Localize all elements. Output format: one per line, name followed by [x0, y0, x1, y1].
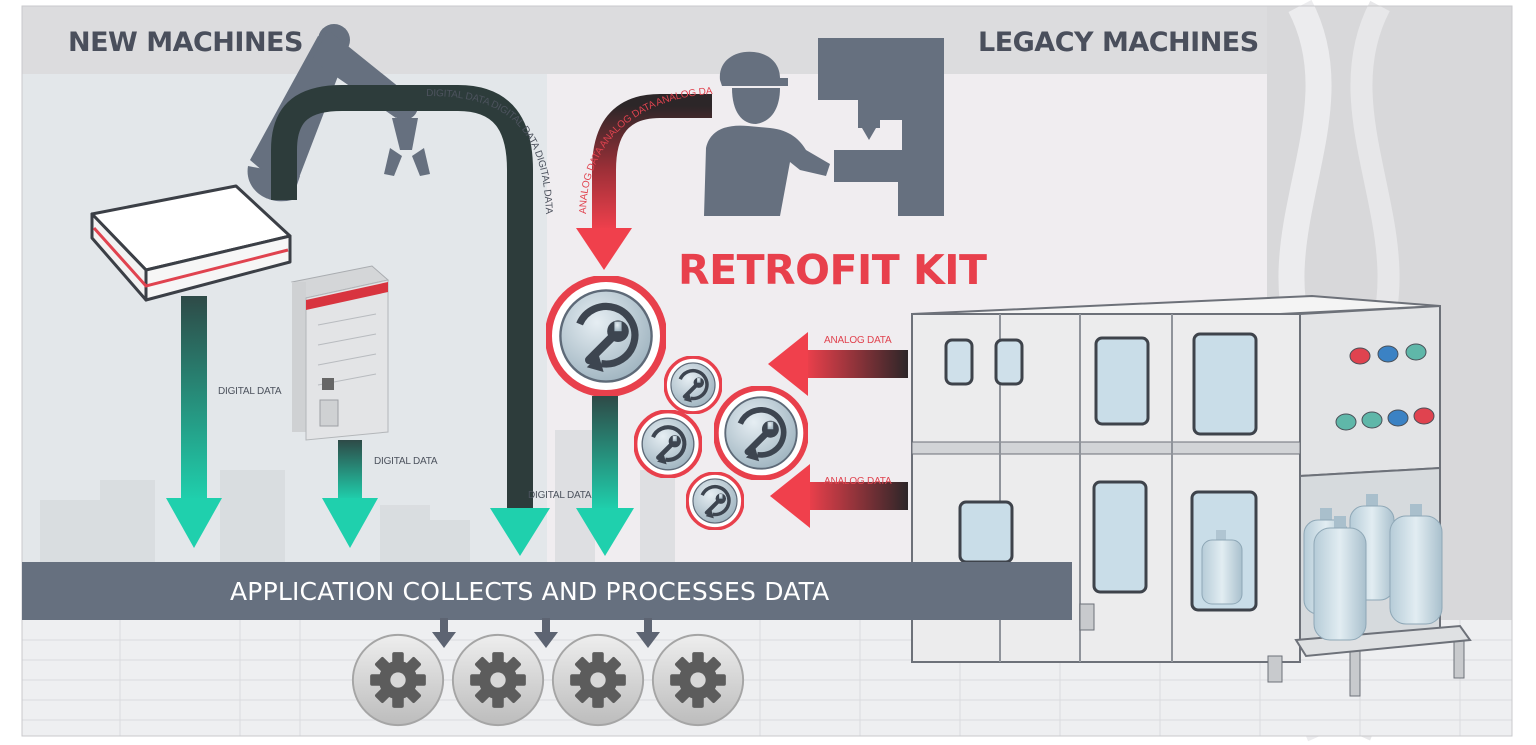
plc-digital-arrow: [322, 440, 378, 548]
upper-analog-arrow: [768, 332, 908, 396]
retrofit-digital-label: DIGITAL DATA: [528, 490, 592, 501]
new-machines-heading: NEW MACHINES: [68, 27, 303, 58]
gateway-digital-label: DIGITAL DATA: [218, 386, 282, 397]
process-arrows: [432, 618, 660, 648]
retrofit-badge-small-3: [687, 473, 743, 529]
bottle: [1389, 504, 1443, 625]
retrofit-badge-small-1: [665, 357, 721, 413]
application-bar-text: APPLICATION COLLECTS AND PROCESSES DATA: [230, 577, 829, 606]
legacy-machines-heading: LEGACY MACHINES: [978, 27, 1259, 58]
gear-icon: [451, 633, 545, 727]
bottle-in-window: [1201, 530, 1243, 605]
digital-data-arrows: [166, 85, 634, 556]
legacy-filling-machine: [911, 294, 1472, 697]
plc-controller: [291, 265, 390, 441]
retrofit-badge-small-2: [635, 411, 700, 476]
retrofit-digital-arrow: [576, 396, 634, 556]
lower-analog-arrow: [770, 464, 908, 528]
retrofit-badge-large: [548, 278, 663, 393]
control-buttons: [1335, 343, 1435, 431]
gear-icon: [651, 633, 745, 727]
gateway-digital-arrow: [166, 296, 222, 548]
retrofit-kit-title: RETROFIT KIT: [678, 246, 987, 294]
upper-analog-label: ANALOG DATA: [824, 335, 892, 346]
lower-analog-label: ANALOG DATA: [824, 476, 892, 487]
retrofit-badge-medium: [716, 388, 806, 478]
gear-icon: [551, 633, 645, 727]
robot-digital-arrow: [271, 85, 550, 556]
gateway-device: [90, 184, 292, 302]
application-bar: [22, 562, 1072, 620]
gear-icon: [351, 633, 445, 727]
water-bottles: [1303, 494, 1443, 641]
analog-data-arrows: [576, 94, 908, 528]
worker-at-machine-icon: [704, 38, 944, 216]
bottle: [1313, 516, 1367, 641]
plc-digital-label: DIGITAL DATA: [374, 456, 438, 467]
worker-analog-arrow: [576, 94, 712, 270]
